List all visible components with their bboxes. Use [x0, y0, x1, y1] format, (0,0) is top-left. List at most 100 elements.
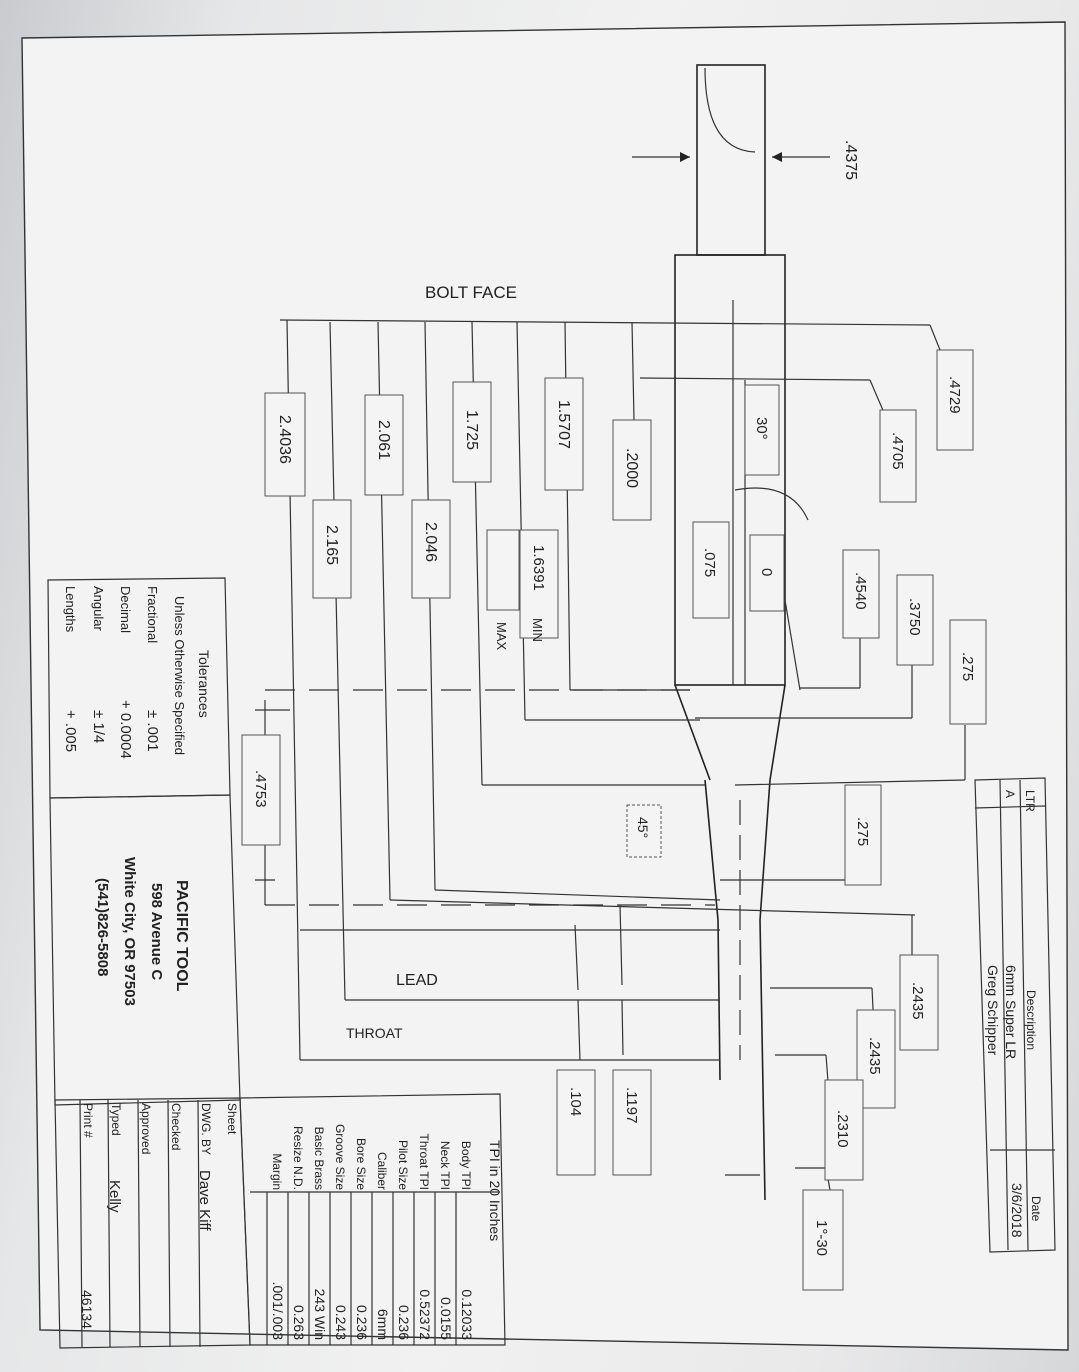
dim-box-2165: 2.165: [312, 499, 352, 599]
bolt-face-line: [279, 319, 931, 326]
feature-line: [389, 899, 916, 916]
dim-4705: .4705: [889, 432, 906, 470]
ltr-value: A: [1003, 790, 1017, 798]
spec-label: Bore Size: [354, 1138, 368, 1190]
specs-title: TPI in 20 Inches: [487, 1140, 503, 1241]
spec-value: 0.236: [354, 1305, 370, 1340]
dim-box-3750: .3750: [896, 574, 934, 666]
dwg-value: Dave Kiff: [196, 1170, 213, 1231]
dim-box-075: .075: [692, 521, 730, 619]
spec-value: 0.243: [333, 1305, 349, 1340]
leader: [929, 324, 941, 351]
spec-value: 243 Win: [312, 1289, 328, 1340]
spec-value: 6mm: [375, 1309, 391, 1340]
dim-130: 1°-30: [813, 1220, 830, 1256]
tol-value-angular: ± 1/4: [90, 710, 107, 743]
dim-4729: .4729: [946, 376, 963, 414]
spec-value: 0.263: [291, 1305, 307, 1340]
spec-label: Throat TPI: [417, 1134, 431, 1190]
dim-4375: .4375: [842, 140, 859, 180]
dim-box-1197: .1197: [612, 1069, 652, 1176]
description-label: Description: [1024, 990, 1038, 1050]
lead-label: LEAD: [396, 972, 438, 989]
max-label: MAX: [494, 622, 509, 651]
description-1: 6mm Super LR: [1003, 965, 1019, 1059]
dim-275b: .275: [854, 817, 871, 846]
bolt-face-label: BOLT FACE: [425, 283, 517, 302]
dim-16391: 1.6391: [530, 545, 547, 591]
dim-0: 0: [758, 568, 775, 576]
dim-box-275b: .275: [844, 784, 882, 886]
dim-box-275a: .275: [949, 619, 987, 725]
spec-label: Groove Size: [333, 1124, 347, 1190]
dim-2046: 2.046: [422, 522, 439, 562]
dim-4540: .4540: [852, 572, 869, 610]
tol-label-lengths: Lengths: [63, 586, 78, 633]
chamber-body: [674, 254, 786, 686]
tol-value-decimal: + 0.0004: [117, 700, 134, 759]
tol-label-angular: Angular: [91, 586, 106, 631]
tolerances-title: Tolerances: [196, 650, 212, 718]
spec-value: 0.0155: [438, 1297, 454, 1340]
print-label: Print #: [81, 1103, 95, 1138]
shoulder-taper-left: [674, 684, 711, 781]
dim-box-0: 0: [749, 534, 785, 612]
dim-box-4729: .4729: [936, 349, 974, 451]
lead-arrow: [619, 904, 623, 986]
dim-box-2046: 2.046: [411, 499, 451, 599]
company-address2: White City, OR 97503: [121, 857, 138, 1006]
dim-box-2310: .2310: [824, 1079, 864, 1181]
description-2: Greg Schipper: [985, 965, 1001, 1056]
dim-4753: .4753: [252, 770, 269, 808]
dim-075: .075: [701, 548, 718, 577]
dim-box-4705: .4705: [879, 409, 917, 503]
dim-30: 30°: [753, 417, 770, 440]
lead-arrow: [574, 924, 579, 991]
neck-left: [704, 779, 719, 921]
throat-right: [759, 919, 766, 1201]
approved-label: Approved: [139, 1103, 153, 1154]
dim-box-4753: .4753: [241, 734, 281, 846]
dim-45: 45°: [635, 817, 651, 838]
date-value: 3/6/2018: [1009, 1183, 1025, 1238]
dim-2165: 2.165: [323, 525, 340, 565]
dim-line-16391: [516, 321, 526, 721]
tolerances-block: Tolerances Unless Otherwise Specified Fr…: [47, 577, 231, 799]
dim-box-24036: 2.4036: [264, 392, 306, 497]
dim-line-2165: [329, 321, 346, 1001]
spec-value: 0.52372: [417, 1289, 433, 1340]
dim-2061: 2.061: [375, 420, 392, 460]
checked-label: Checked: [169, 1103, 183, 1150]
throat-arrow: [621, 999, 624, 1056]
spec-value: 0.12033: [459, 1289, 475, 1340]
dim-box-30: 30°: [744, 384, 780, 476]
dwg-label: DWG. BY: [199, 1103, 213, 1155]
dim-box-16391: 1.6391 MIN MAX: [486, 529, 559, 651]
dim-box-2000: .2000: [612, 419, 652, 521]
dim-box-2061: 2.061: [364, 394, 404, 496]
leader: [869, 379, 886, 416]
dim-1197: .1197: [623, 1087, 640, 1123]
shoulder-line: [784, 599, 801, 691]
dim-24036: 2.4036: [276, 415, 293, 464]
sheet-border: [21, 21, 1069, 1351]
tol-label-fractional: Fractional: [145, 586, 160, 643]
leader: [639, 377, 871, 381]
feature-line: [434, 889, 721, 901]
feature-line: [734, 779, 966, 786]
tol-value-fractional: ± .001: [144, 710, 161, 752]
shank-end-curve: [704, 67, 756, 153]
spec-label: Caliber: [375, 1152, 389, 1190]
company-phone: (541)826-5808: [94, 878, 111, 976]
spec-label: Neck TPI: [438, 1141, 452, 1190]
revision-block: LTR A Description 6mm Super LR Greg Schi…: [974, 777, 1056, 1253]
spec-label: Margin: [270, 1153, 284, 1190]
angle-arc-30: [734, 487, 809, 521]
dim-1725: 1.725: [463, 410, 480, 450]
typed-value: Kelly: [106, 1180, 123, 1213]
company-address1: 598 Avenue C: [148, 883, 165, 980]
neck-right: [759, 779, 771, 921]
spec-label: Pilot Size: [396, 1140, 410, 1190]
